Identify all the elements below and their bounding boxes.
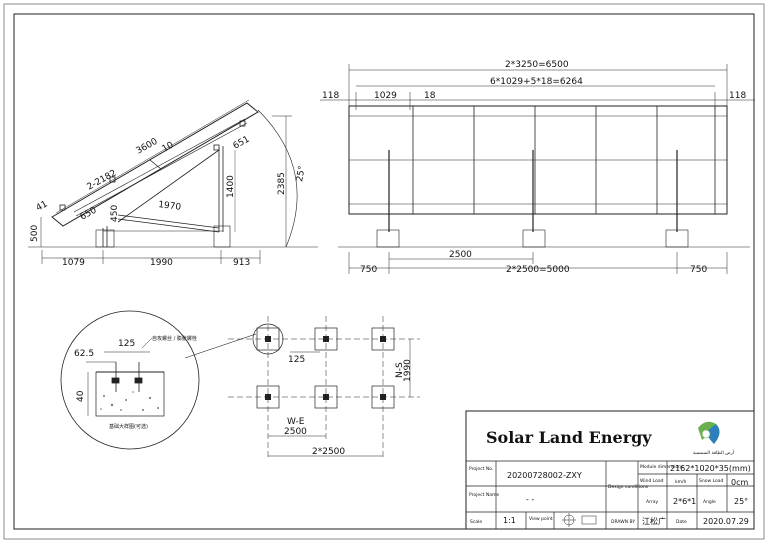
inner-frame [13, 13, 755, 530]
module-value: 2162*1020*35(mm) [670, 464, 751, 473]
dim-41: 41 [35, 199, 50, 213]
dim-end-right: 750 [690, 265, 707, 275]
dim-total-bottom: 2*2500=5000 [506, 265, 570, 275]
dim-125-detail: 125 [118, 339, 135, 349]
project-name-label: Project Name [469, 492, 499, 498]
side-view [28, 99, 318, 264]
date-label: Date [676, 519, 687, 525]
project-no-value: 20200728002-ZXY [507, 471, 582, 480]
bolt-callout: 自攻螺丝 / 膨胀螺栓 [152, 335, 197, 342]
design-conditions-label: Design conditions [608, 484, 649, 490]
date-value: 2020.07.29 [703, 517, 749, 526]
concrete-hatch [100, 391, 159, 411]
dim-1990: 1990 [150, 258, 173, 268]
dim-edge-left: 118 [322, 91, 339, 101]
scale-label: Scale [470, 519, 482, 525]
dim-500: 500 [30, 225, 40, 242]
dim-1079: 1079 [62, 258, 85, 268]
dim-3600: 3600 [135, 137, 160, 157]
company-name: Solar Land Energy [486, 428, 652, 447]
dim-40: 40 [76, 390, 86, 402]
wind-load-value: km/h [675, 479, 687, 485]
outer-frame [3, 3, 765, 540]
title-block [465, 410, 755, 530]
ns-label: N-S [395, 362, 405, 378]
plan-total: 2*2500 [312, 447, 345, 457]
foundation-detail [60, 310, 257, 450]
dim-450: 450 [110, 205, 120, 222]
we-label: W-E [287, 417, 305, 427]
array-value: 2*6*1 [673, 497, 696, 506]
we-value: 2500 [284, 427, 307, 437]
dim-gap: 18 [424, 91, 436, 101]
project-no-label: Project No. [469, 466, 493, 472]
dim-angle: 25° [295, 165, 308, 182]
dim-edge-right: 118 [729, 91, 746, 101]
view-point-label: View point [529, 516, 553, 522]
drawn-by-label: DRAWN BY [611, 519, 635, 525]
dim-total-top: 2*3250=6500 [505, 60, 569, 70]
plan-bolts [265, 336, 386, 400]
dim-1970: 1970 [158, 200, 182, 213]
front-view [320, 64, 755, 274]
company-logo [698, 421, 720, 444]
dim-62-5: 62.5 [74, 349, 94, 359]
angle-value: 25° [734, 497, 748, 506]
dim-end-left: 750 [360, 265, 377, 275]
dim-10: 10 [161, 140, 176, 154]
module-label: Module dimensions [640, 464, 684, 470]
dim-1400: 1400 [226, 175, 236, 198]
drawn-by-value: 江松广 [642, 516, 666, 526]
array-label: Array [646, 499, 658, 505]
project-name-value: - - [526, 495, 534, 504]
ns-value: 1990 [403, 359, 413, 382]
dim-module-width: 1029 [374, 91, 397, 101]
dim-913: 913 [233, 258, 250, 268]
logo-caption: أرض الطاقة الشمسية [693, 449, 734, 456]
detail-caption: 基础大样图(可选) [109, 423, 148, 430]
wind-load-label: Wind Load [640, 478, 664, 484]
dim-span: 2500 [449, 250, 472, 260]
dim-2385: 2385 [277, 172, 287, 195]
snow-load-label: Snow Load [699, 478, 724, 484]
dim-modules: 6*1029+5*18=6264 [490, 77, 583, 87]
dim-125-plan: 125 [288, 355, 305, 365]
angle-label: Angle [703, 499, 716, 505]
snow-load-value: 0cm [731, 478, 748, 487]
dim-651: 651 [232, 135, 252, 152]
scale-value: 1:1 [503, 516, 516, 525]
